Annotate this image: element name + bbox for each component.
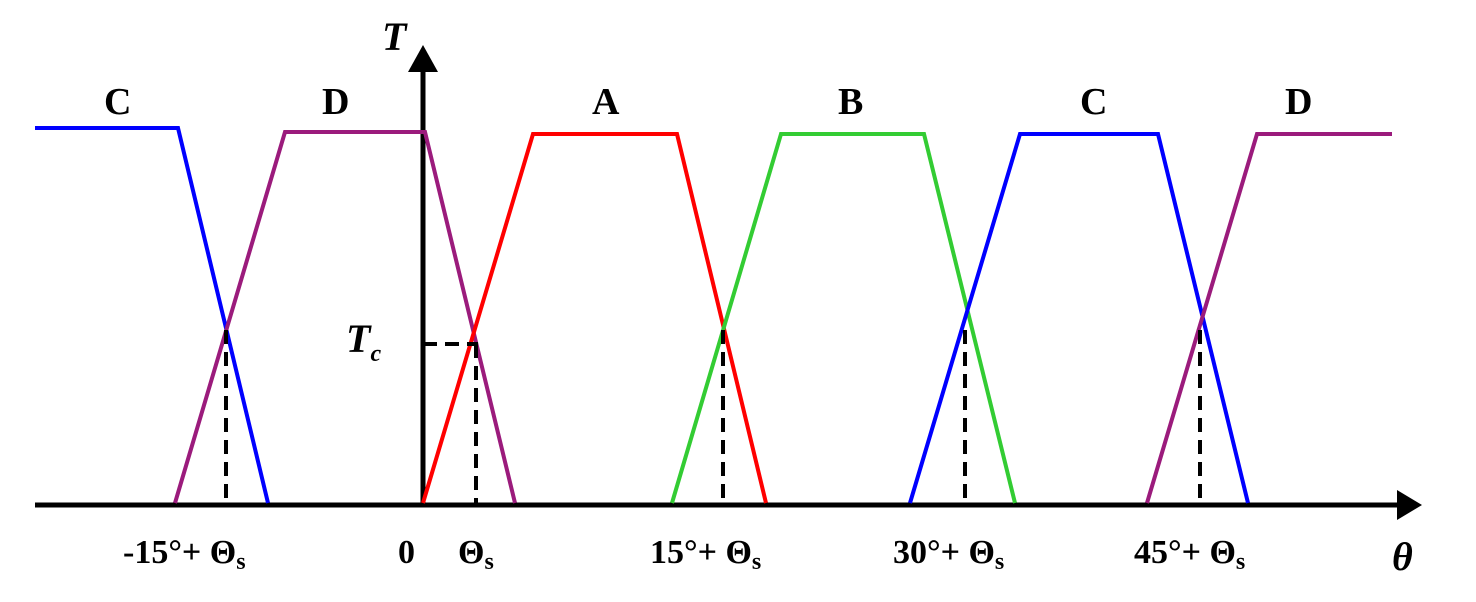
x-axis-label: θ [1392,534,1413,579]
x-tick-45-sub: s [1236,549,1245,575]
x-tick-zero: 0 [398,534,415,571]
x-tick-theta-s-main: Θ [458,534,484,571]
x-tick-45-main: 45°+ Θ [1134,534,1236,571]
x-axis-arrowhead [1397,490,1422,520]
phase-label-d-left: D [322,81,349,123]
phase-label-b: B [838,81,863,123]
x-tick-15-sub: s [752,549,761,575]
x-tick-30-main: 30°+ Θ [893,534,995,571]
phase-c-left-curve [35,126,270,504]
x-tick-30: 30°+ Θs [893,534,1004,575]
phase-d-right-curve [1145,132,1392,504]
threshold-label-sub: c [370,341,381,367]
phase-label-c-right: C [1080,81,1107,123]
phase-a-curve [421,132,768,504]
phase-label-d-right: D [1285,81,1312,123]
y-axis-arrowhead [408,45,438,72]
x-tick-15-main: 15°+ Θ [650,534,752,571]
x-tick-theta-s-sub: s [484,549,493,575]
phase-d-left-curve [173,130,517,504]
x-tick-15: 15°+ Θs [650,534,761,575]
phase-label-c-left: C [104,81,131,123]
x-tick-neg15-main: -15°+ Θ [123,534,236,571]
x-tick-30-sub: s [995,549,1004,575]
threshold-label: Tc [346,316,381,367]
x-tick-45: 45°+ Θs [1134,534,1245,575]
phase-label-a: A [592,81,620,123]
phase-c-right-curve [908,132,1250,504]
threshold-label-main: T [346,316,372,361]
y-axis-label: T [382,14,408,59]
x-tick-neg15: -15°+ Θs [123,534,246,575]
x-tick-neg15-sub: s [236,549,245,575]
x-tick-theta-s: Θs [458,534,494,575]
phase-b-curve [670,132,1017,504]
